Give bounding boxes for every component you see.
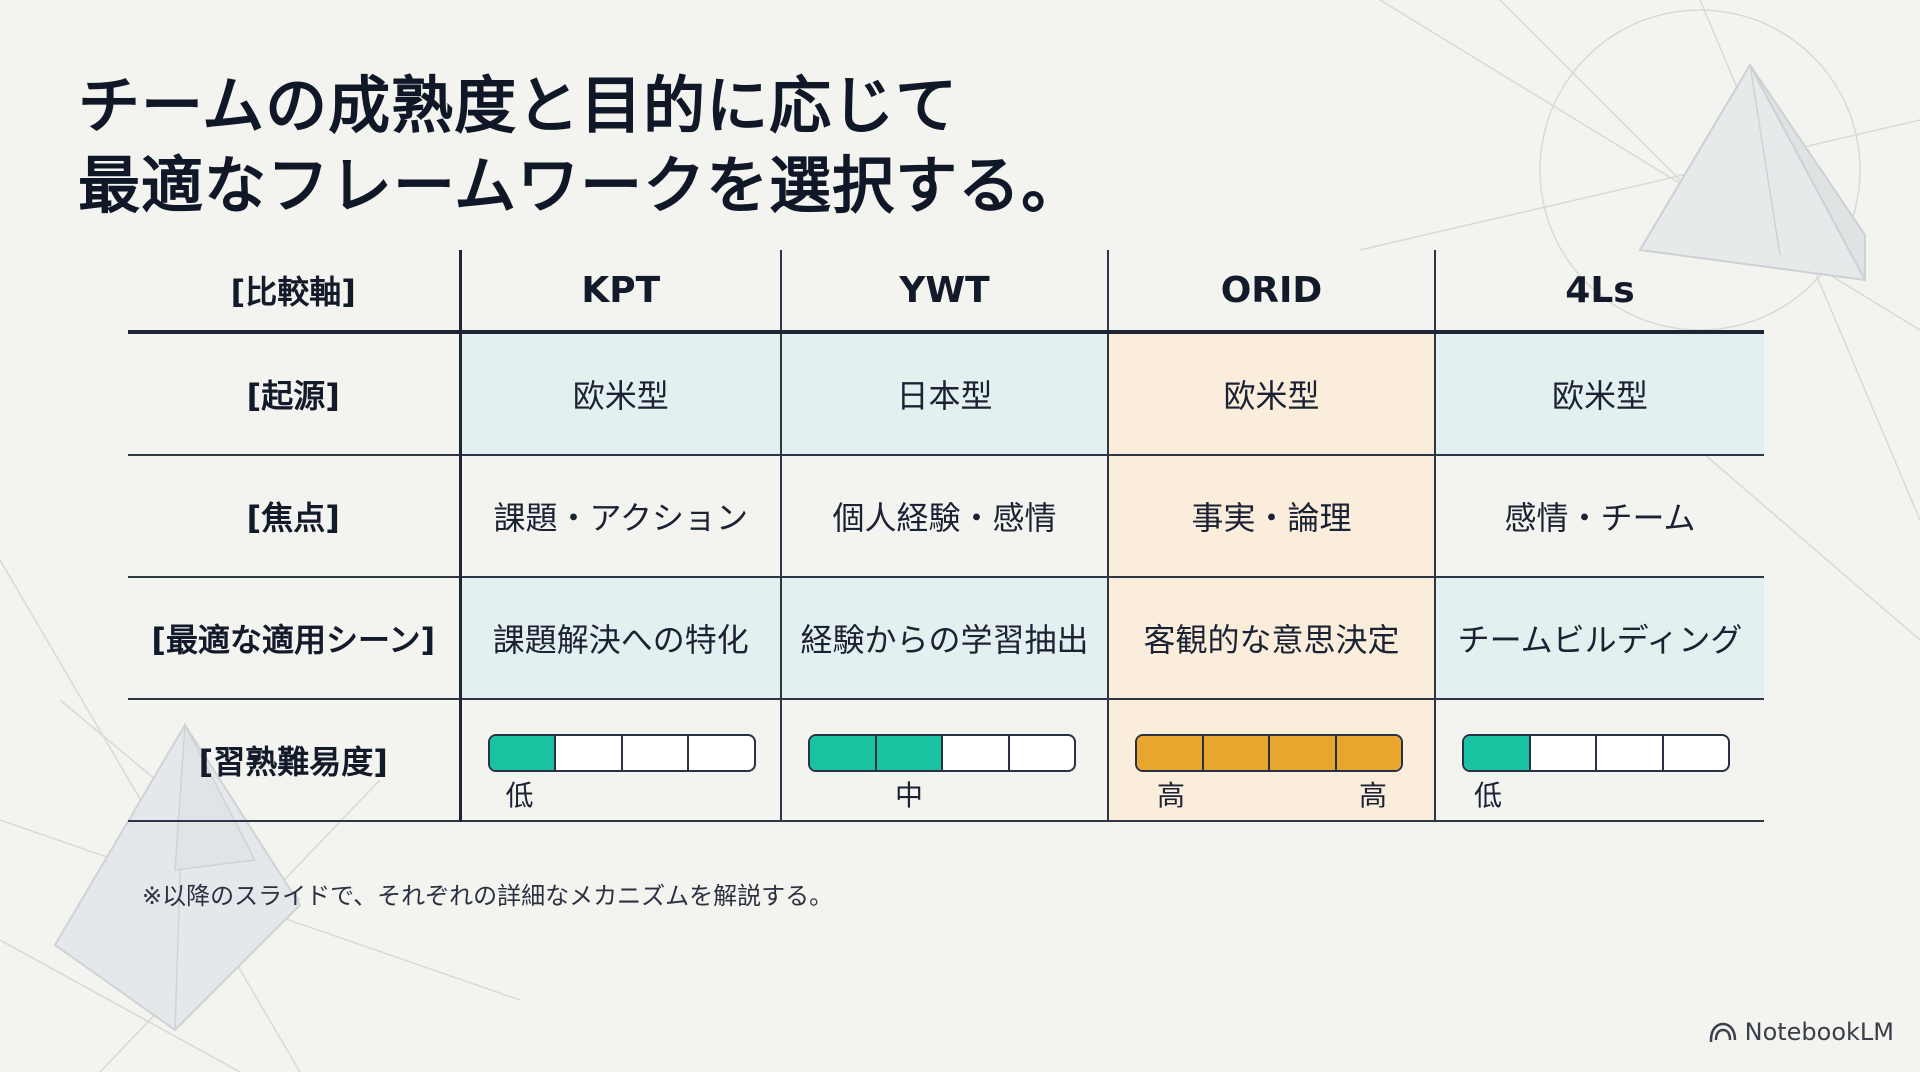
slide-title-line-1: チームの成熟度と目的に応じて — [78, 69, 959, 142]
brand-name: NotebookLM — [1744, 1018, 1894, 1046]
difficulty-meter-segment — [1007, 736, 1075, 770]
cell-scene-orid: 客観的な意思決定 — [1107, 577, 1435, 700]
cell-focus-orid: 事実・論理 — [1107, 455, 1435, 578]
row-label-origin: [起源] — [128, 332, 460, 456]
cell-scene-4ls: チームビルディング — [1434, 577, 1764, 700]
cell-difficulty-orid: 高 高 — [1107, 699, 1435, 822]
cell-difficulty-4ls: 低 — [1434, 699, 1764, 822]
difficulty-meter-segment — [874, 736, 941, 770]
cell-difficulty-kpt: 低 — [458, 699, 781, 822]
difficulty-label-end: 高 — [1359, 779, 1388, 812]
cell-focus-4ls: 感情・チーム — [1434, 455, 1764, 578]
difficulty-meter-segment — [1268, 736, 1335, 770]
difficulty-label: 低 — [505, 779, 534, 812]
cell-origin-kpt: 欧米型 — [458, 332, 781, 456]
notebooklm-logo-icon — [1709, 1022, 1736, 1042]
difficulty-meter-segment — [1595, 736, 1662, 770]
table-row-scene: [最適な適用シーン] 課題解決への特化 経験からの学習抽出 客観的な意思決定 チ… — [128, 577, 1764, 700]
table-row-difficulty: [習熟難易度] 低 中 高 高 低 — [128, 699, 1764, 822]
cell-focus-ywt: 個人経験・感情 — [780, 455, 1108, 578]
header-axis-label: [比較軸] — [128, 250, 460, 334]
difficulty-meter-segment — [1334, 736, 1401, 770]
difficulty-meter-segment — [941, 736, 1008, 770]
table-row-origin: [起源] 欧米型 日本型 欧米型 欧米型 — [128, 332, 1764, 456]
difficulty-meter-segment — [1661, 736, 1729, 770]
table-header-row: [比較軸] KPT YWT ORID 4Ls — [128, 250, 1764, 334]
difficulty-meter-segment — [1137, 736, 1202, 770]
brand-watermark: NotebookLM — [1709, 1018, 1894, 1046]
row-label-difficulty: [習熟難易度] — [128, 699, 460, 822]
cell-focus-kpt: 課題・アクション — [458, 455, 781, 578]
difficulty-meter — [1462, 734, 1730, 772]
slide-title: チームの成熟度と目的に応じて 最適なフレームワークを選択する。 — [78, 66, 1398, 226]
header-ywt: YWT — [780, 250, 1108, 334]
cell-scene-kpt: 課題解決への特化 — [458, 577, 781, 700]
framework-comparison-table: [比較軸] KPT YWT ORID 4Ls [起源] 欧米型 日本型 欧米型 … — [128, 250, 1764, 822]
difficulty-label: 低 — [1474, 779, 1503, 812]
cell-difficulty-ywt: 中 — [780, 699, 1108, 822]
difficulty-label-start: 高 — [1157, 779, 1186, 812]
cell-scene-ywt: 経験からの学習抽出 — [780, 577, 1108, 700]
difficulty-meter-segment — [620, 736, 688, 770]
difficulty-meter-segment — [554, 736, 621, 770]
difficulty-meter-segment — [1528, 736, 1596, 770]
row-label-scene: [最適な適用シーン] — [128, 577, 460, 700]
header-orid: ORID — [1107, 250, 1435, 334]
difficulty-meter-segment — [810, 736, 875, 770]
footnote: ※以降のスライドで、それぞれの詳細なメカニズムを解説する。 — [142, 882, 834, 910]
difficulty-meter — [487, 734, 756, 772]
header-kpt: KPT — [458, 250, 781, 334]
table-row-focus: [焦点] 課題・アクション 個人経験・感情 事実・論理 感情・チーム — [128, 455, 1764, 578]
difficulty-meter-segment — [1201, 736, 1268, 770]
difficulty-meter — [1135, 734, 1403, 772]
slide-title-line-2: 最適なフレームワークを選択する。 — [78, 149, 1085, 222]
cell-origin-ywt: 日本型 — [780, 332, 1108, 456]
cell-origin-orid: 欧米型 — [1107, 332, 1435, 456]
difficulty-meter-segment — [1464, 736, 1529, 770]
difficulty-label: 中 — [895, 779, 924, 812]
difficulty-meter-segment — [489, 736, 554, 770]
cell-origin-4ls: 欧米型 — [1434, 332, 1764, 456]
difficulty-meter — [808, 734, 1076, 772]
row-label-focus: [焦点] — [128, 455, 460, 578]
difficulty-meter-segment — [687, 736, 754, 770]
header-4ls: 4Ls — [1434, 250, 1764, 334]
